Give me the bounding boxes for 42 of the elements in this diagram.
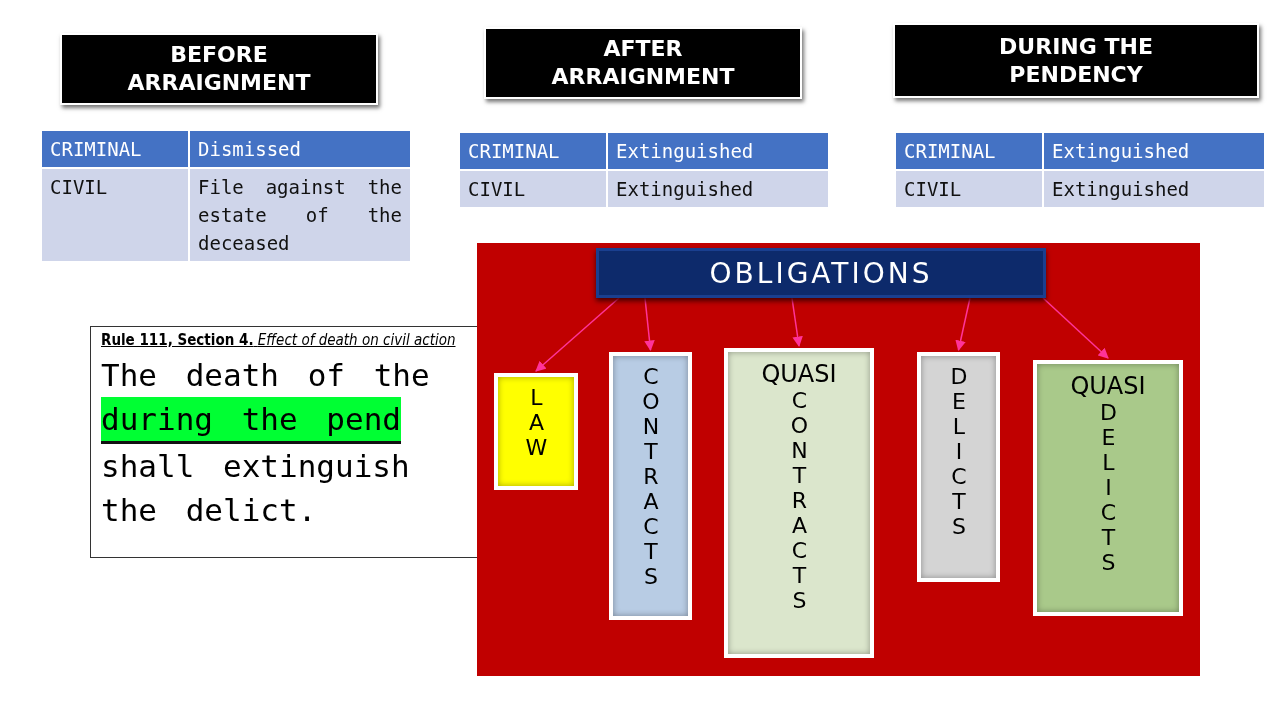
- body-text-line: shall extinguish: [101, 447, 410, 486]
- table-cell: CRIMINAL: [896, 133, 1042, 169]
- category-box: [724, 348, 874, 658]
- table-cell: Extinguished: [1044, 171, 1264, 207]
- rule-heading: Rule 111, Section 4. Effect of death on civil action: [101, 331, 456, 349]
- arrow: [1042, 297, 1109, 359]
- box-label: DELICTS: [1095, 400, 1121, 575]
- heading-text: DURING THE PENDENCY: [998, 32, 1154, 89]
- table-cell: CRIMINAL: [42, 131, 188, 167]
- body-text-line: The death of the: [101, 356, 430, 395]
- heading-box: [484, 27, 802, 99]
- box-label: DELICTS: [945, 364, 972, 539]
- arrow: [791, 297, 803, 348]
- table-cell: Extinguished: [608, 171, 828, 207]
- body-text-line: the delict.: [101, 491, 317, 530]
- heading-box: [893, 23, 1259, 98]
- box-label: QUASI: [1070, 372, 1146, 400]
- table-cell: Dismissed: [190, 131, 410, 167]
- category-box: [609, 352, 692, 620]
- table-cell: CIVIL: [460, 171, 606, 207]
- category-box: [1033, 360, 1183, 616]
- arrow: [535, 297, 620, 372]
- heading-box: [60, 33, 378, 105]
- heading-text: BEFORE ARRAIGNMENT: [126, 41, 312, 97]
- box-label: LAW: [523, 385, 549, 460]
- box-label: CONTRACTS: [637, 364, 664, 589]
- table-cell: Extinguished: [608, 133, 828, 169]
- table-cell: CRIMINAL: [460, 133, 606, 169]
- table-cell: Extinguished: [1044, 133, 1264, 169]
- text-box: [90, 326, 478, 558]
- table-cell: CIVIL: [42, 169, 188, 261]
- category-box: [494, 373, 578, 490]
- box-label: QUASI: [761, 360, 837, 388]
- arrow: [644, 297, 655, 352]
- box-label: CONTRACTS: [786, 388, 812, 613]
- title-box: [596, 248, 1046, 298]
- category-box: [917, 352, 1000, 582]
- table-cell: File against the estate of the deceased: [190, 169, 410, 261]
- heading-text: AFTER ARRAIGNMENT: [550, 35, 736, 91]
- table-cell: CIVIL: [896, 171, 1042, 207]
- title-text: OBLIGATIONS: [709, 256, 933, 290]
- arrow: [955, 297, 971, 352]
